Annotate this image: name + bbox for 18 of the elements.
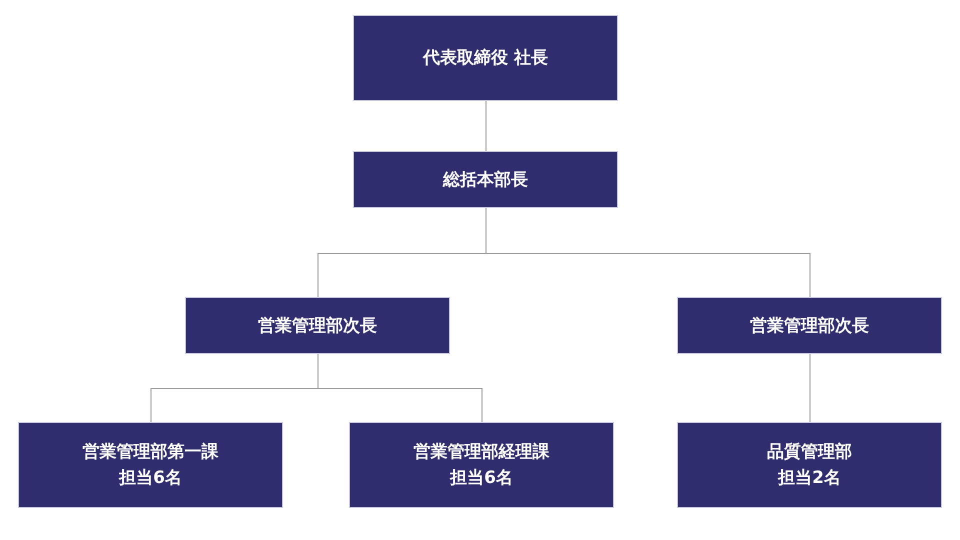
headcount-text: 担当6名 [119, 467, 182, 490]
headcount-text: 担当2名 [778, 467, 841, 490]
position-title: 代表取締役 社長 [423, 47, 548, 70]
org-chart-box [349, 422, 614, 508]
position-title: 営業管理部経理課 [414, 441, 550, 464]
position-title: 営業管理部第一課 [82, 441, 218, 464]
org-chart-box [677, 422, 942, 508]
position-title: 品質管理部 [767, 441, 852, 464]
org-chart-box [353, 151, 618, 208]
position-title: 営業管理部次長 [750, 314, 869, 338]
org-chart-box [353, 15, 618, 101]
connector-line [318, 354, 482, 422]
position-title: 営業管理部次長 [258, 314, 377, 338]
org-chart-box [677, 297, 942, 354]
org-chart-box [185, 297, 450, 354]
headcount-text: 担当6名 [450, 467, 513, 490]
org-chart-box [18, 422, 283, 508]
position-title: 総括本部長 [443, 168, 528, 192]
